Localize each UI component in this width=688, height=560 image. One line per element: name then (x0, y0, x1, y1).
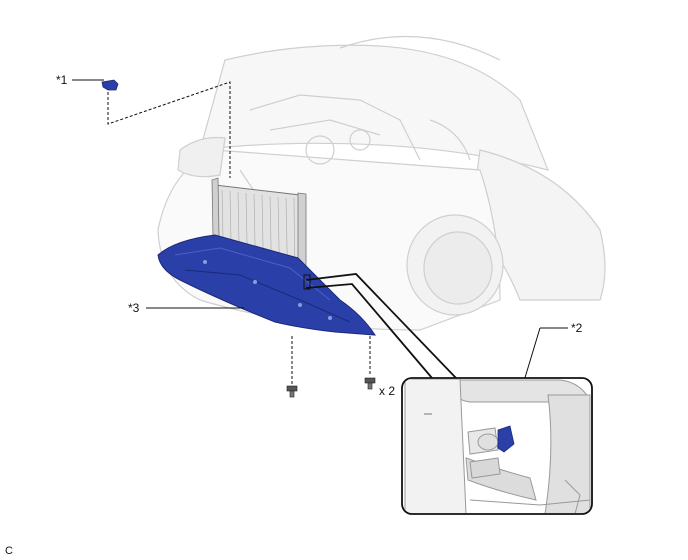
sensor-connector-icon (497, 425, 515, 453)
detail-inset (401, 377, 593, 515)
callout-part-1: *1 (56, 73, 68, 87)
corner-code: C (5, 545, 13, 557)
clip-icon (101, 79, 119, 91)
bolt-icon (286, 385, 298, 398)
zoom-source-marker (303, 274, 311, 290)
zoom-connector (305, 273, 457, 379)
callout-part-2: *2 (571, 321, 583, 335)
bolt-icon (364, 377, 376, 390)
callout-part-3: *3 (128, 301, 140, 315)
quantity-note: x 2 (379, 384, 396, 398)
